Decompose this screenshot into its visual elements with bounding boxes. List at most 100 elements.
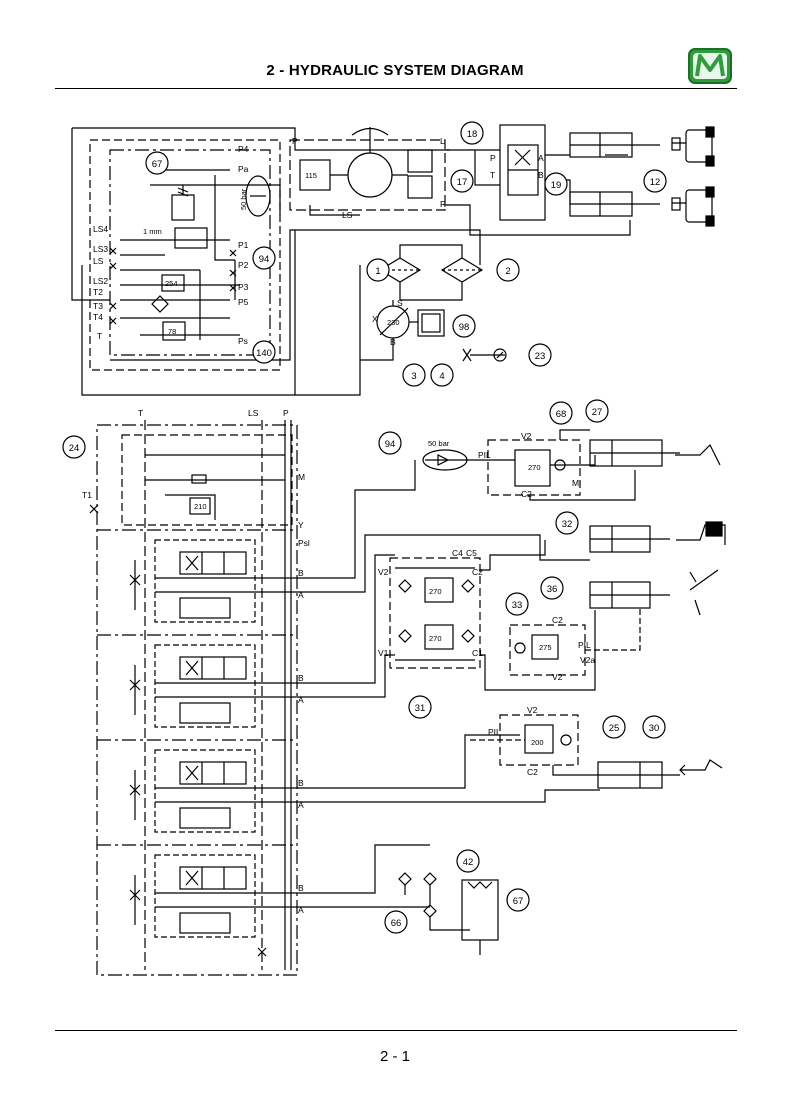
page-number: 2 - 1 (379, 1048, 410, 1065)
valve-value: 270 (429, 634, 442, 643)
page-title: 2 - HYDRAULIC SYSTEM DIAGRAM (266, 62, 524, 79)
pump-value: 230 (387, 318, 400, 327)
valve-value: 270 (528, 463, 541, 472)
accumulator-pressure-mid: 50 bar (428, 439, 450, 448)
valve-value: 200 (531, 738, 544, 747)
callout-12: 12 (650, 177, 661, 188)
port-label: LS3 (93, 244, 108, 254)
callout-1: 1 (375, 266, 380, 277)
valve-value: 270 (429, 587, 442, 596)
port-label: B (298, 883, 304, 893)
port-label: V2 (527, 705, 538, 715)
callout-94-mid: 94 (385, 439, 396, 450)
port-label: X (372, 314, 378, 324)
port-label: PIL (578, 640, 591, 650)
callout-27: 30 (649, 723, 660, 734)
callout-4: 4 (439, 371, 444, 382)
port-label: LS (342, 210, 353, 220)
port-label: Ps (238, 336, 248, 346)
callout-94-top: 94 (259, 254, 270, 265)
port-label: C4 (452, 548, 463, 558)
port-label: A (298, 905, 304, 915)
port-label: R (440, 199, 446, 209)
port-label: LS2 (93, 276, 108, 286)
port-label: C2 (521, 489, 532, 499)
port-label: B (538, 170, 544, 180)
port-label: V2 (552, 672, 563, 682)
port-label: M (572, 478, 579, 488)
port-label: P3 (238, 282, 249, 292)
callout-68: 68 (556, 409, 567, 420)
callout-66: 67 (152, 159, 163, 170)
callout-18: 18 (467, 129, 478, 140)
orifice-size: 1 mm (143, 227, 162, 236)
port-label: P (292, 136, 298, 146)
port-label: V2 (378, 567, 389, 577)
port-label: P1 (238, 240, 249, 250)
port-label: A (298, 800, 304, 810)
port-label: T3 (93, 301, 103, 311)
callout-31: 32 (562, 519, 573, 530)
valve-value: 275 (539, 643, 552, 652)
header-rule (55, 88, 737, 89)
callout-3: 3 (411, 371, 416, 382)
port-label: T (138, 408, 143, 418)
callout-24: 25 (609, 723, 620, 734)
callout-140: 140 (256, 348, 272, 359)
callout-17: 17 (457, 177, 468, 188)
callout-36: 42 (463, 857, 474, 868)
port-label: P (490, 153, 496, 163)
port-label: V1 (378, 648, 389, 658)
port-label: P2 (238, 260, 249, 270)
callout-67: 67 (513, 896, 524, 907)
port-label: Psl (298, 538, 310, 548)
callout-98: 98 (459, 322, 470, 333)
valve-value: 78 (168, 327, 176, 336)
callout-23: 24 (69, 443, 80, 454)
port-label: C2 (552, 615, 563, 625)
port-label: LS (248, 408, 259, 418)
port-label: T (490, 170, 495, 180)
port-label: B (298, 673, 304, 683)
port-label: B (298, 568, 304, 578)
accumulator-pressure-top: 50 bar (239, 188, 248, 210)
port-label: A (298, 695, 304, 705)
callout-25: 27 (592, 407, 603, 418)
port-label: C5 (466, 548, 477, 558)
port-label: S (397, 298, 403, 308)
callout-30: 31 (415, 703, 426, 714)
port-label: A (538, 153, 544, 163)
port-label: Y (298, 520, 304, 530)
callout-42: 66 (391, 918, 402, 929)
port-label: T1 (82, 490, 92, 500)
port-label: P5 (238, 297, 249, 307)
callout-22: 23 (535, 351, 546, 362)
port-label: P4 (238, 144, 249, 154)
valve-value: 210 (194, 502, 207, 511)
port-label: T2 (93, 287, 103, 297)
port-label: PIL (478, 450, 491, 460)
port-label: V2a (580, 655, 595, 665)
port-label: A (298, 590, 304, 600)
port-label: C2 (527, 767, 538, 777)
port-label: C1 (472, 648, 483, 658)
port-label: P (283, 408, 289, 418)
valve-value: 115 (305, 171, 317, 180)
port-label: LS (93, 256, 104, 266)
callout-32: 33 (512, 600, 523, 611)
port-label: B (298, 778, 304, 788)
port-label: T (97, 331, 102, 341)
brand-logo-icon (688, 48, 732, 84)
callout-33: 36 (547, 584, 558, 595)
port-label: PIL (488, 727, 501, 737)
callout-19: 19 (551, 180, 562, 191)
port-label: C2 (472, 567, 483, 577)
port-label: T4 (93, 312, 103, 322)
port-label: B (390, 337, 396, 347)
port-label: L (440, 136, 445, 146)
port-label: LS4 (93, 224, 108, 234)
footer-rule (55, 1030, 737, 1031)
port-label: V2 (521, 431, 532, 441)
valve-value: 254 (165, 279, 178, 288)
